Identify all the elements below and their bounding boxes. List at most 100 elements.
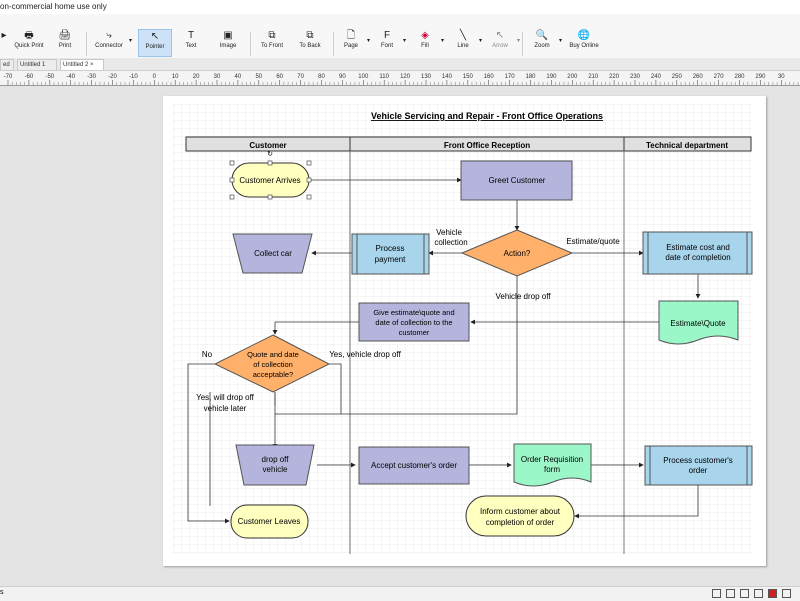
- flowchart[interactable]: Vehicle Servicing and Repair - Front Off…: [163, 96, 766, 566]
- ruler-tick-label: -50: [45, 74, 54, 80]
- label-collect-car: Collect car: [254, 249, 292, 258]
- edge-process-to-inform[interactable]: [574, 485, 699, 519]
- fit-page-icon[interactable]: [712, 589, 721, 598]
- shape-order-requisition-document[interactable]: [513, 443, 592, 487]
- lane-label-front-office: Front Office Reception: [444, 141, 530, 150]
- ruler-tick-label: 190: [546, 74, 557, 80]
- toolbar-overflow-button[interactable]: ▸: [0, 29, 8, 57]
- page-view-icon[interactable]: [726, 589, 735, 598]
- fill-button[interactable]: ◈Fill▾: [412, 29, 444, 57]
- tab-previous-document[interactable]: ed: [0, 59, 14, 70]
- snap-icon[interactable]: [740, 589, 749, 598]
- label-quote-ok-1: Quote and date: [247, 350, 299, 359]
- ruler-tick-label: 150: [463, 74, 474, 80]
- ruler-tick-label: -60: [25, 74, 34, 80]
- tab-untitled-2[interactable]: Untitled 2 ×: [60, 59, 104, 70]
- stop-icon[interactable]: [768, 589, 777, 598]
- title-bar: on-commercial home use only: [0, 0, 800, 14]
- dropdown-arrow-icon: ▾: [558, 38, 562, 44]
- shape-collect-car[interactable]: [232, 233, 313, 274]
- window-title: on-commercial home use only: [0, 2, 107, 11]
- image-icon: ▣: [223, 30, 233, 41]
- shape-quote-acceptable-decision[interactable]: [213, 334, 331, 393]
- toolbar-top-strip: [0, 14, 800, 28]
- ruler-tick-label: 90: [339, 74, 346, 80]
- pointer-icon: ↖: [150, 31, 160, 42]
- shape-give-estimate[interactable]: [358, 302, 470, 342]
- tab-untitled-1[interactable]: Untitled 1: [17, 59, 57, 70]
- status-bar: s: [0, 586, 800, 601]
- lane-header-technical[interactable]: [623, 136, 752, 152]
- diagram-page[interactable]: Vehicle Servicing and Repair - Front Off…: [163, 96, 766, 566]
- dropdown-arrow-icon: ▾: [128, 38, 132, 44]
- shape-customer-leaves[interactable]: [230, 504, 309, 539]
- shape-drop-off-vehicle[interactable]: [235, 444, 315, 486]
- page-button[interactable]: 🗋Page▾: [338, 29, 370, 57]
- toolbar-separator: [250, 32, 251, 56]
- label-give-estimate-3: customer: [399, 328, 430, 337]
- drawing-canvas[interactable]: Vehicle Servicing and Repair - Front Off…: [0, 86, 800, 586]
- to-front-button[interactable]: ⧉To Front: [256, 29, 288, 57]
- edge-yes-drop-off[interactable]: [329, 363, 342, 414]
- label-process-payment-1: Process: [376, 244, 405, 253]
- shape-greet-customer[interactable]: [460, 160, 573, 201]
- print-button[interactable]: 🖨Print: [50, 29, 80, 57]
- shape-process-order[interactable]: [644, 445, 753, 486]
- label-estimate-cost-1: Estimate cost and: [666, 243, 730, 252]
- quick-print-button[interactable]: 🖶Quick Print: [12, 29, 46, 57]
- shape-action-decision[interactable]: [460, 229, 574, 277]
- arrow-button[interactable]: ↖Arrow▾: [486, 29, 520, 57]
- to-front-icon: ⧉: [268, 30, 276, 41]
- close-icon[interactable]: ×: [90, 62, 94, 68]
- to-back-button[interactable]: ⧉To Back: [294, 29, 326, 57]
- label-give-estimate-1: Give estimate\quote and: [373, 308, 454, 317]
- dropdown-arrow-icon: ▾: [516, 38, 520, 44]
- shape-estimate-cost[interactable]: [642, 231, 753, 275]
- edge-drop-off-path[interactable]: [272, 276, 518, 449]
- zoom-button[interactable]: 🔍Zoom▾: [528, 29, 562, 57]
- ruler-tick-label: -20: [108, 74, 117, 80]
- main-toolbar: ▸ 🖶Quick Print 🖨Print ⤷Connector▾ ↖Point…: [0, 28, 800, 59]
- shape-estimate-quote-document[interactable]: [658, 300, 739, 345]
- label-give-estimate-2: date of collection to the: [375, 318, 452, 327]
- dropdown-arrow-icon: ▾: [402, 38, 406, 44]
- connector-button[interactable]: ⤷Connector▾: [92, 29, 132, 57]
- shape-inform-customer[interactable]: [465, 495, 575, 537]
- edge-label-yes-later-2: vehicle later: [204, 404, 247, 413]
- settings-icon[interactable]: [782, 589, 791, 598]
- globe-icon: 🌐: [577, 30, 591, 41]
- label-drop-off-1: drop off: [262, 455, 290, 464]
- shape-process-payment[interactable]: [351, 233, 430, 275]
- label-order-req-2: form: [544, 465, 560, 474]
- ruler-tick-label: 50: [255, 74, 262, 80]
- selection-handles[interactable]: [229, 160, 312, 200]
- ruler-tick-label: -30: [87, 74, 96, 80]
- label-order-req-1: Order Requisition: [521, 455, 583, 464]
- image-button[interactable]: ▣Image: [212, 29, 244, 57]
- printer-icon: 🖨: [58, 30, 72, 41]
- lane-label-customer: Customer: [249, 141, 286, 150]
- ruler-tick-label: 160: [484, 74, 495, 80]
- toolbar-separator: [333, 32, 334, 56]
- edge-no-to-leaves[interactable]: [187, 363, 230, 524]
- label-drop-off-2: vehicle: [263, 465, 288, 474]
- rotate-handle-icon[interactable]: ↻: [267, 151, 273, 158]
- ruler-tick-label: 290: [755, 74, 766, 80]
- ruler-tick-label: 40: [235, 74, 242, 80]
- lane-label-technical: Technical department: [646, 141, 728, 150]
- ruler-tick-label: 20: [193, 74, 200, 80]
- diagram-title[interactable]: Vehicle Servicing and Repair - Front Off…: [371, 111, 603, 121]
- ruler-tick-label: 170: [505, 74, 516, 80]
- preview-icon[interactable]: [754, 589, 763, 598]
- shape-accept-order[interactable]: [358, 446, 470, 485]
- pointer-button[interactable]: ↖Pointer: [138, 29, 172, 57]
- dropdown-arrow-icon: ▾: [440, 38, 444, 44]
- ruler-tick-label: 130: [421, 74, 432, 80]
- line-button[interactable]: ╲Line▾: [450, 29, 482, 57]
- label-quote-ok-2: of collection: [253, 360, 293, 369]
- buy-online-button[interactable]: 🌐Buy Online: [566, 29, 602, 57]
- arrow-icon: ↖: [495, 30, 505, 41]
